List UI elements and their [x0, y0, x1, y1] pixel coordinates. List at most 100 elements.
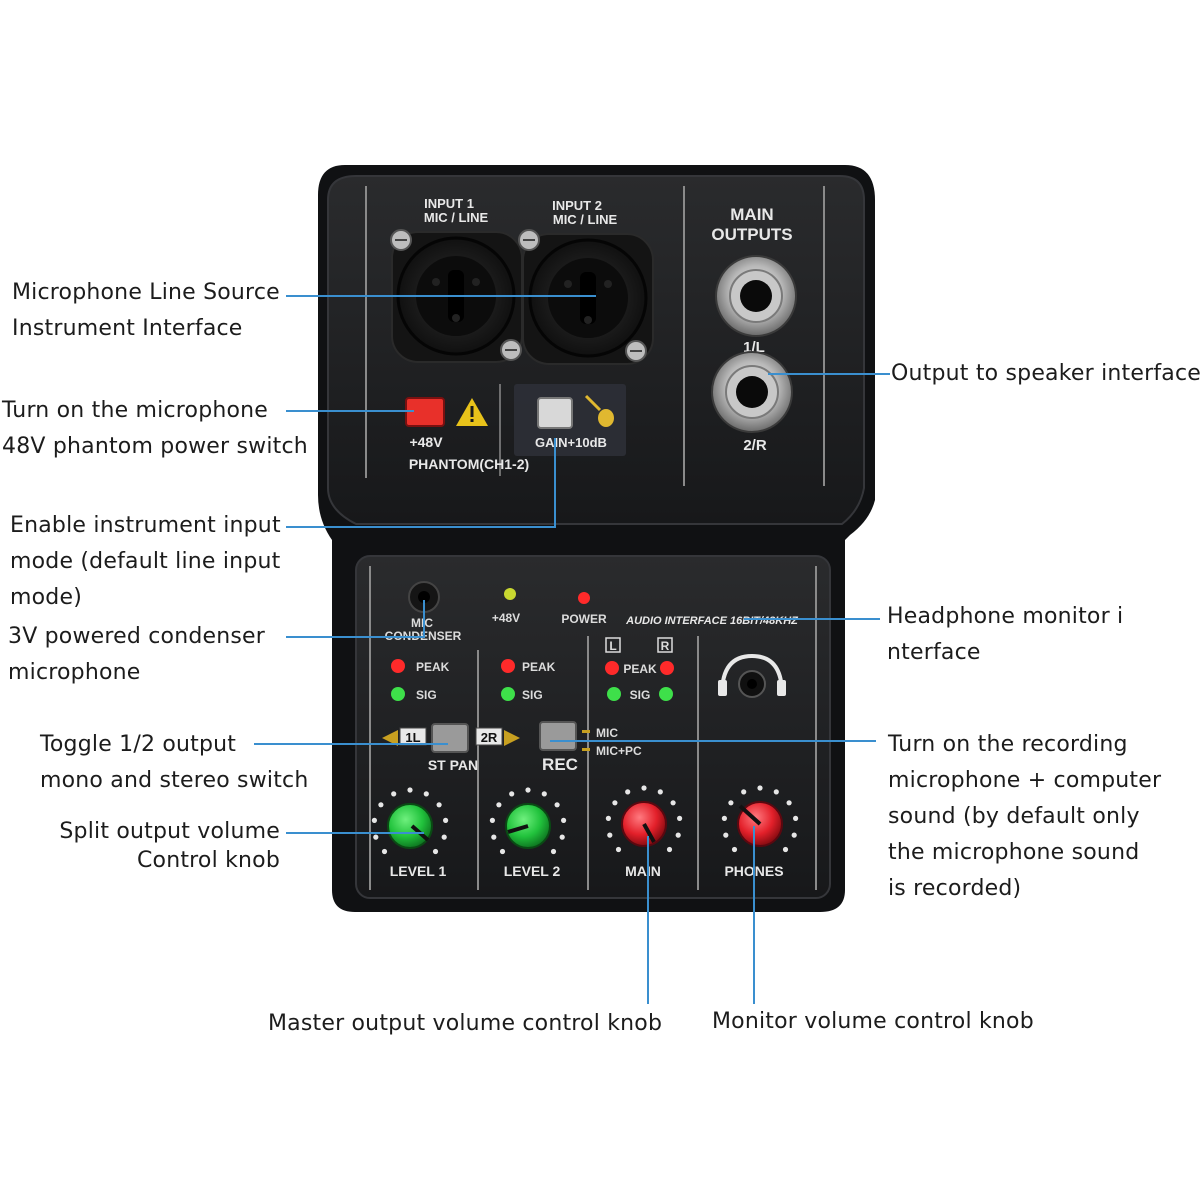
audio-interface-label: AUDIO INTERFACE 16BIT/48KHZ — [625, 615, 799, 627]
ch2-peak-label: PEAK — [522, 660, 556, 674]
knob-tick-dot — [509, 791, 515, 797]
knob-tick-dot — [550, 848, 557, 855]
ch1-sig-label: SIG — [416, 688, 437, 702]
knob-tick-dot — [489, 817, 495, 824]
led-48v — [504, 588, 516, 600]
main-left-sig-led — [607, 687, 621, 701]
level1-knob[interactable] — [387, 803, 433, 849]
main-right-sig-led — [659, 687, 673, 701]
callout-instrument-mode: Enable instrument input mode (default li… — [10, 513, 281, 610]
callout-phantom-power: Turn on the microphone 48V phantom power… — [2, 398, 308, 459]
knob-tick-dot — [525, 787, 531, 793]
knob-tick-dot — [432, 848, 439, 855]
knob-tick-dot — [381, 848, 388, 855]
knob-tick-dot — [607, 832, 613, 838]
rec-mic-pc-label: MIC+PC — [596, 744, 642, 758]
knob-tick-dot — [677, 815, 683, 822]
knob-tick-dot — [441, 834, 447, 840]
main-knob-label: MAIN — [625, 863, 661, 879]
knob-tick-dot — [791, 832, 797, 838]
input2-label-top: INPUT 2 — [552, 198, 602, 213]
callout-master-volume: Master output volume control knob — [268, 1011, 663, 1036]
callout-monitor-volume: Monitor volume control knob — [712, 1009, 1034, 1034]
level2-knob[interactable] — [505, 803, 551, 849]
main-outputs-label-bottom: OUTPUTS — [711, 225, 792, 244]
main-right-peak-led — [660, 661, 674, 675]
knob-tick-dot — [723, 832, 729, 838]
knob-tick-dot — [407, 787, 413, 793]
led-48v-label: +48V — [492, 611, 520, 625]
led-power — [578, 592, 590, 604]
rec-mic-label: MIC — [596, 726, 618, 740]
knob-tick-dot — [641, 785, 647, 791]
rec-label: REC — [542, 755, 578, 774]
guitar-icon — [584, 394, 614, 427]
callout-toggle-output: Toggle 1/2 output mono and stereo switch — [40, 732, 309, 793]
left-channel-label: L — [609, 639, 616, 653]
level2-label: LEVEL 2 — [504, 863, 561, 879]
ch2-peak-led — [501, 659, 515, 673]
pan-2r-label: 2R — [481, 730, 498, 745]
knob-tick-dot — [436, 802, 442, 808]
knob-tick-dot — [541, 791, 547, 797]
knob-tick-dot — [666, 846, 673, 853]
knob-tick-dot — [670, 800, 676, 806]
knob-tick-dot — [773, 789, 779, 795]
knob-tick-dot — [615, 846, 622, 853]
knob-tick-dot — [757, 785, 763, 791]
knob-tick-dot — [491, 834, 497, 840]
input2-combo-jack[interactable] — [518, 229, 654, 365]
led-power-label: POWER — [561, 612, 607, 626]
knob-tick-dot — [554, 802, 560, 808]
phantom-label: +48V — [409, 434, 443, 450]
phones-knob[interactable] — [737, 801, 783, 847]
callout-speaker-output: Output to speaker interface — [891, 361, 1200, 386]
knob-tick-dot — [378, 802, 384, 808]
input2-label-bottom: MIC / LINE — [553, 212, 618, 227]
callout-headphone-monitor: Headphone monitor i nterface — [887, 604, 1124, 665]
output-left-jack[interactable] — [715, 255, 797, 337]
main-outputs-label-top: MAIN — [730, 205, 773, 224]
ch1-peak-led — [391, 659, 405, 673]
ch2-sig-label: SIG — [522, 688, 543, 702]
knob-tick-dot — [728, 800, 734, 806]
knob-tick-dot — [423, 791, 429, 797]
output-right-label: 2/R — [743, 437, 767, 454]
rec-switch[interactable] — [539, 721, 577, 751]
callout-mic-line-source: Microphone Line Source Instrument Interf… — [12, 280, 280, 341]
knob-tick-dot — [612, 800, 618, 806]
ch2-sig-led — [501, 687, 515, 701]
knob-tick-dot — [443, 817, 449, 824]
callout-recording-mode: Turn on the recording microphone + compu… — [888, 732, 1162, 901]
leader-lines — [254, 295, 890, 1004]
knob-tick-dot — [793, 815, 799, 822]
knob-tick-dot — [499, 848, 506, 855]
knob-tick-dot — [782, 846, 789, 853]
output-right-jack[interactable] — [711, 351, 793, 433]
knob-tick-dot — [559, 834, 565, 840]
callout-split-volume: Split output volume Control knob — [59, 819, 280, 873]
input1-label-bottom: MIC / LINE — [424, 210, 489, 225]
st-pan-switch[interactable] — [431, 723, 469, 753]
knob-tick-dot — [371, 817, 377, 824]
right-channel-label: R — [661, 639, 670, 653]
main-left-peak-led — [605, 661, 619, 675]
main-knob[interactable] — [621, 801, 667, 847]
knob-tick-dot — [561, 817, 567, 824]
pan-1l-label: 1L — [405, 730, 420, 745]
knob-tick-dot — [496, 802, 502, 808]
knob-tick-dot — [721, 815, 728, 822]
knob-tick-dot — [391, 791, 397, 797]
knob-tick-dot — [625, 789, 631, 795]
knob-tick-dot — [605, 815, 612, 822]
ch1-sig-led — [391, 687, 405, 701]
mic-condenser-label-top: MIC — [411, 616, 433, 630]
main-sig-label: SIG — [630, 688, 651, 702]
input1-label-top: INPUT 1 — [424, 196, 474, 211]
gain-switch[interactable] — [537, 397, 573, 429]
knob-tick-dot — [731, 846, 738, 853]
main-peak-label: PEAK — [623, 662, 657, 676]
headphone-icon — [718, 653, 786, 696]
gain-label: GAIN+10dB — [535, 435, 607, 450]
